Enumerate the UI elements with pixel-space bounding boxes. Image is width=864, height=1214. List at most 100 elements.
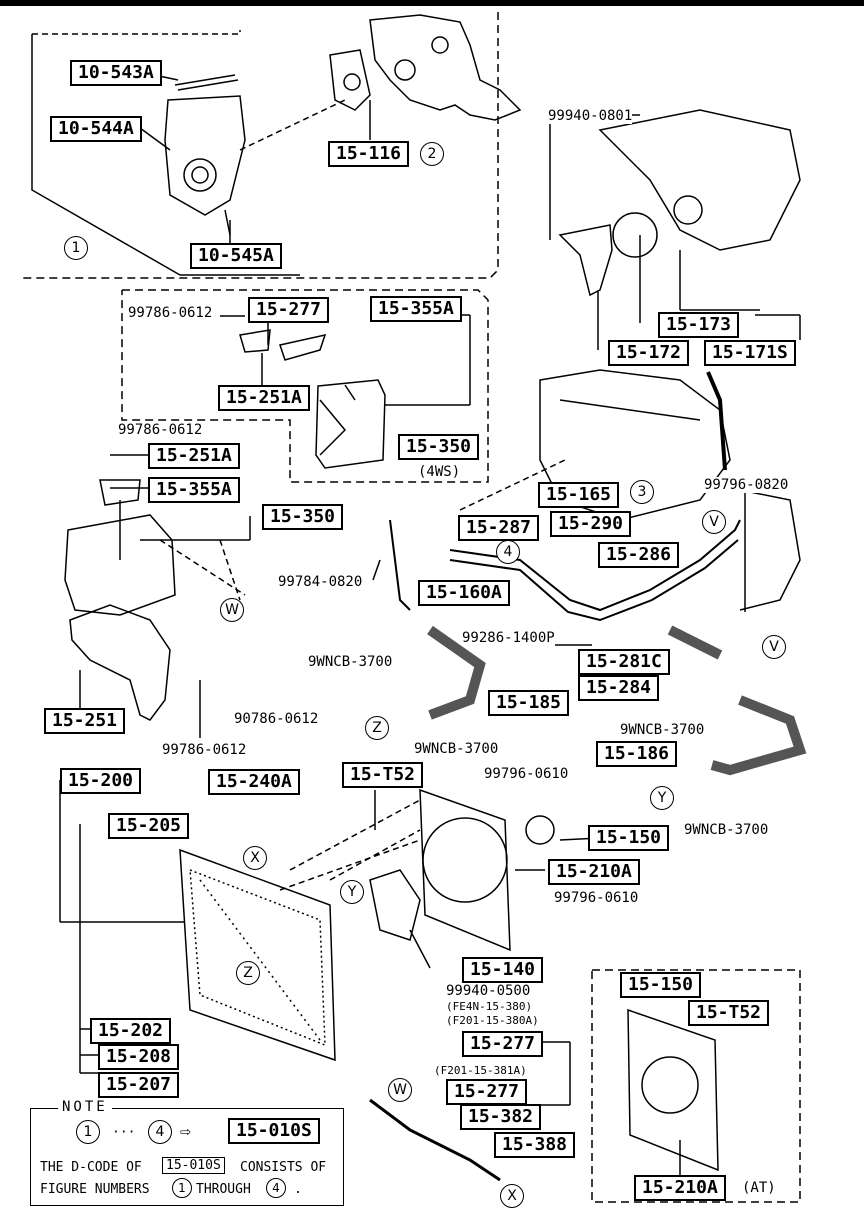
code-99796-0820: 99796-0820 [704,477,789,493]
part-15-277-b: 15-277 [446,1079,528,1105]
code-9WNCB-3700-d: 9WNCB-3700 [684,822,769,838]
part-15-T52-at: 15-T52 [688,1000,770,1026]
part-15-251: 15-251 [44,708,126,734]
bracket-illustration [69,604,171,721]
part-10-543A: 10-543A [70,60,162,86]
part-15-185: 15-185 [488,690,570,716]
note-text-4: THROUGH [196,1182,251,1197]
thermostat-illustration [549,109,801,297]
code-99786-0612-a: 99786-0612 [128,305,213,321]
part-15-140: 15-140 [462,957,544,983]
part-10-544A: 10-544A [50,116,142,142]
water-pump-illustration [164,74,346,236]
part-15-172: 15-172 [608,340,690,366]
reservoir-illustration [64,479,176,616]
code-99940-0500: 99940-0500 [446,983,531,999]
callout-V-2: V [762,635,786,659]
code-99786-0612-c: 99786-0612 [162,742,247,758]
radiator-illustration [179,848,336,1062]
code-99784-0820: 99784-0820 [278,574,363,590]
part-15-277-top: 15-277 [248,297,330,323]
note-text-2: CONSISTS OF [240,1160,327,1175]
callout-W-2: W [388,1078,412,1102]
part-15-165: 15-165 [538,482,620,508]
note-callout-4: 4 [148,1120,172,1144]
callout-2: 2 [420,142,444,166]
callout-X-1: X [243,846,267,870]
code-4ws: (4WS) [418,464,461,480]
part-15-251A: 15-251A [148,443,240,469]
detail-boundary-1 [32,30,241,35]
part-15-284: 15-284 [578,675,660,701]
code-f201-381A: (F201-15-381A) [434,1064,527,1077]
part-15-382: 15-382 [460,1104,542,1130]
note-box [30,1108,344,1206]
part-10-545A: 10-545A [190,243,282,269]
part-15-251A-top: 15-251A [218,385,310,411]
part-15-171S: 15-171S [704,340,796,366]
code-99796-0610-a: 99796-0610 [484,766,569,782]
code-99786-0612-b: 99786-0612 [118,422,203,438]
part-15-388: 15-388 [494,1132,576,1158]
part-15-286: 15-286 [598,542,680,568]
part-15-277-a: 15-277 [462,1031,544,1057]
code-90786-0612: 90786-0612 [234,711,319,727]
callout-Y-2: Y [650,786,674,810]
code-9WNCB-3700-c: 9WNCB-3700 [414,741,499,757]
part-15-281C: 15-281C [578,649,670,675]
part-15-150: 15-150 [588,825,670,851]
code-fe4n: (FE4N-15-380) [446,1000,533,1013]
part-15-350-top: 15-350 [398,434,480,460]
note-arrow-icon: ⇨ [180,1121,191,1142]
code-9WNCB-3700-b: 9WNCB-3700 [620,722,705,738]
part-15-355A: 15-355A [148,477,240,503]
part-15-350: 15-350 [262,504,344,530]
callout-W-1: W [220,598,244,622]
at-fan-illustration [627,1008,719,1172]
callout-Z-1: Z [365,716,389,740]
part-15-290: 15-290 [550,511,632,537]
callout-1: 1 [64,236,88,260]
part-15-208: 15-208 [98,1044,180,1070]
code-f201-380A: (F201-15-380A) [446,1014,539,1027]
callout-V-1: V [702,510,726,534]
part-15-200: 15-200 [60,768,142,794]
part-15-210A-at: 15-210A [634,1175,726,1201]
code-at: (AT) [742,1180,776,1196]
part-15-202: 15-202 [90,1018,172,1044]
note-part-15-010S-inline: 15-010S [162,1157,225,1174]
part-15-186: 15-186 [596,741,678,767]
part-15-173: 15-173 [658,312,740,338]
callout-Y-1: Y [340,880,364,904]
note-range-sep: ··· [112,1125,136,1140]
code-99940-0801: 99940-0801 [548,108,633,124]
callout-X-2: X [500,1184,524,1208]
part-15-205: 15-205 [108,813,190,839]
note-callout-1: 1 [76,1120,100,1144]
part-15-210A: 15-210A [548,859,640,885]
part-15-240A: 15-240A [208,769,300,795]
note-inline-callout-1: 1 [172,1178,192,1198]
part-15-T52: 15-T52 [342,762,424,788]
note-title: NOTE [58,1099,112,1115]
note-part-15-010S: 15-010S [228,1118,320,1144]
fan-shroud-illustration [369,788,555,952]
code-9WNCB-3700-a: 9WNCB-3700 [308,654,393,670]
engine-block-top-illustration [329,14,522,121]
reservoir-top-illustration [239,329,386,469]
part-15-287: 15-287 [458,515,540,541]
code-99286-1400P: 99286-1400P [462,630,555,646]
note-text-1: THE D-CODE OF [40,1160,142,1175]
note-text-3: FIGURE NUMBERS [40,1182,150,1197]
ws4-boundary [121,289,489,483]
code-99796-0610-b: 99796-0610 [554,890,639,906]
part-15-207: 15-207 [98,1072,180,1098]
note-inline-callout-4: 4 [266,1178,286,1198]
note-text-5: . [294,1182,302,1197]
pipe-and-hoses [369,519,807,1182]
part-15-160A: 15-160A [418,580,510,606]
part-15-116: 15-116 [328,141,410,167]
part-15-150-at: 15-150 [620,972,702,998]
callout-3: 3 [630,480,654,504]
